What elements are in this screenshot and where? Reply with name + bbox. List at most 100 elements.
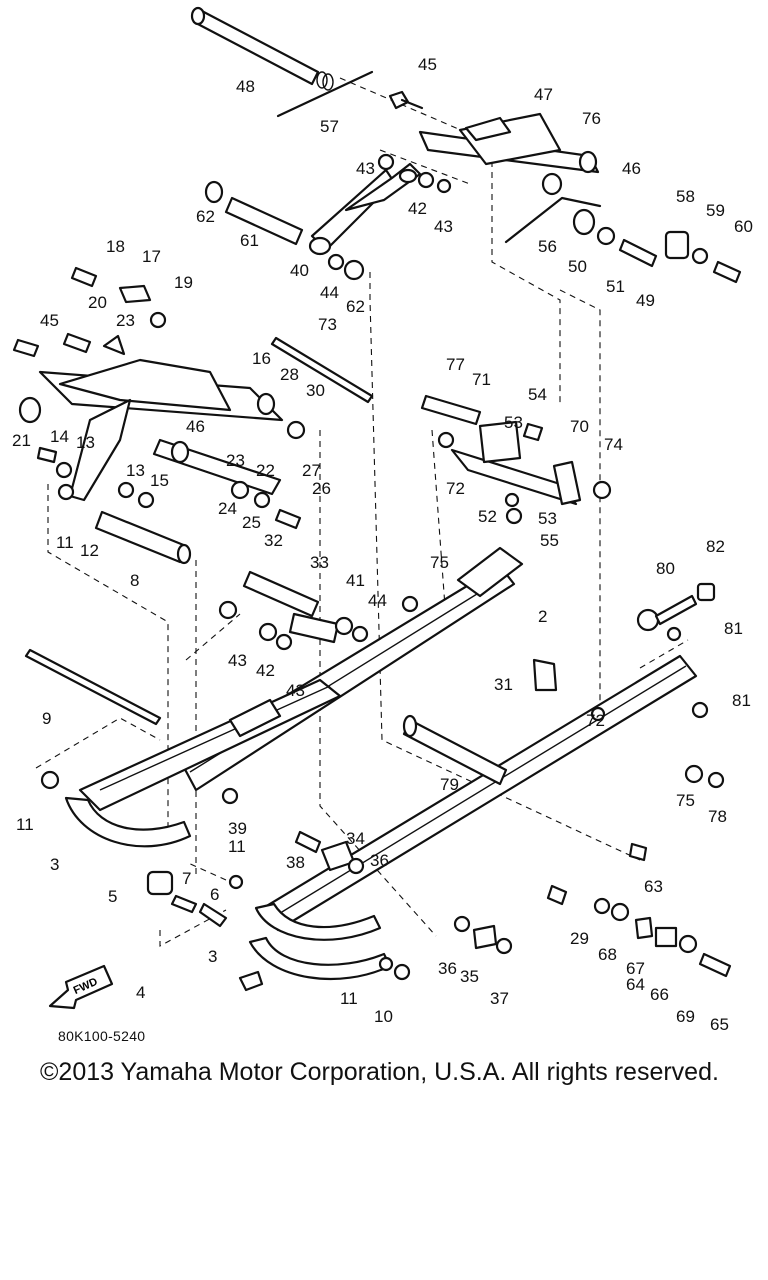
part-callout-11: 11	[56, 533, 74, 552]
part-callout-37: 37	[490, 989, 509, 1008]
part-callout-29: 29	[570, 929, 589, 948]
fwd-arrow-icon: FWD	[48, 964, 114, 1010]
part-callout-48: 48	[236, 77, 255, 96]
part-callout-66: 66	[650, 985, 669, 1004]
part-callout-70: 70	[570, 417, 589, 436]
front-arm-16	[12, 266, 306, 530]
part-callout-58: 58	[676, 187, 695, 206]
part-callout-73: 73	[318, 315, 337, 334]
part-callout-11: 11	[16, 815, 34, 834]
part-callout-32: 32	[264, 531, 283, 550]
part-callout-81: 81	[732, 691, 751, 710]
part-callout-26: 26	[312, 479, 331, 498]
part-callout-76: 76	[582, 109, 601, 128]
part-callout-33: 33	[310, 553, 329, 572]
part-callout-77: 77	[446, 355, 465, 374]
part-callout-74: 74	[604, 435, 623, 454]
part-callout-22: 22	[256, 461, 275, 480]
part-callout-28: 28	[280, 365, 299, 384]
part-callout-57: 57	[320, 117, 339, 136]
bolt-45-top	[388, 90, 424, 110]
rod-73	[270, 336, 374, 404]
part-callout-62: 62	[346, 297, 365, 316]
part-callout-3: 3	[208, 947, 217, 966]
part-callout-64: 64	[626, 975, 645, 994]
part-callout-18: 18	[106, 237, 125, 256]
part-callout-82: 82	[706, 537, 725, 556]
part-callout-10: 10	[374, 1007, 393, 1026]
part-callout-8: 8	[130, 571, 139, 590]
part-callout-5: 5	[108, 887, 117, 906]
part-callout-17: 17	[142, 247, 161, 266]
part-callout-2: 2	[538, 607, 547, 626]
part-callout-61: 61	[240, 231, 259, 250]
shock-absorber-40	[308, 153, 452, 281]
part-callout-43: 43	[286, 681, 305, 700]
part-callout-41: 41	[346, 571, 365, 590]
part-callout-42: 42	[256, 661, 275, 680]
part-callout-50: 50	[568, 257, 587, 276]
shock-32	[218, 570, 369, 651]
part-callout-81: 81	[724, 619, 743, 638]
part-callout-43: 43	[228, 651, 247, 670]
part-callout-42: 42	[408, 199, 427, 218]
part-callout-49: 49	[636, 291, 655, 310]
part-callout-14: 14	[50, 427, 69, 446]
part-callout-31: 31	[494, 675, 513, 694]
part-callout-23: 23	[116, 311, 135, 330]
right-rail	[248, 582, 725, 981]
part-callout-44: 44	[368, 591, 387, 610]
part-callout-51: 51	[606, 277, 625, 296]
part-callout-45: 45	[40, 311, 59, 330]
part-callout-71: 71	[472, 370, 491, 389]
part-callout-24: 24	[218, 499, 237, 518]
part-callout-43: 43	[434, 217, 453, 236]
part-callout-79: 79	[440, 775, 459, 794]
part-callout-78: 78	[708, 807, 727, 826]
part-callout-35: 35	[460, 967, 479, 986]
part-callout-11: 11	[340, 989, 358, 1008]
part-callout-25: 25	[242, 513, 261, 532]
part-callout-59: 59	[706, 201, 725, 220]
part-callout-19: 19	[174, 273, 193, 292]
left-rail	[24, 648, 342, 848]
part-callout-23: 23	[226, 451, 245, 470]
part-callout-4: 4	[136, 983, 145, 1002]
part-callout-68: 68	[598, 945, 617, 964]
part-callout-12: 12	[80, 541, 99, 560]
part-callout-55: 55	[540, 531, 559, 550]
diagram-code: 80K100-5240	[58, 1028, 146, 1044]
part-callout-21: 21	[12, 431, 31, 450]
part-callout-45: 45	[418, 55, 437, 74]
copyright-notice: ©2013 Yamaha Motor Corporation, U.S.A. A…	[40, 1058, 719, 1086]
exploded-view-drawing: FWD 485745477646434243585960626156505149…	[12, 6, 753, 1034]
part-callout-75: 75	[676, 791, 695, 810]
part-callout-9: 9	[42, 709, 51, 728]
part-callout-11: 11	[228, 837, 246, 856]
part-callout-53: 53	[504, 413, 523, 432]
part-callout-46: 46	[622, 159, 641, 178]
shaft-48	[190, 6, 374, 118]
part-callout-27: 27	[302, 461, 321, 480]
part-callout-39: 39	[228, 819, 247, 838]
part-callout-67: 67	[626, 959, 645, 978]
part-callout-13: 13	[76, 433, 95, 452]
part-callout-15: 15	[150, 471, 169, 490]
part-callout-36: 36	[370, 851, 389, 870]
part-callout-38: 38	[286, 853, 305, 872]
part-callout-72: 72	[446, 479, 465, 498]
part-callout-72: 72	[586, 711, 605, 730]
part-callout-56: 56	[538, 237, 557, 256]
part-callout-65: 65	[710, 1015, 729, 1034]
part-callout-20: 20	[88, 293, 107, 312]
part-callout-62: 62	[196, 207, 215, 226]
part-callout-40: 40	[290, 261, 309, 280]
part-callout-43: 43	[356, 159, 375, 178]
part-callout-80: 80	[656, 559, 675, 578]
part-callout-44: 44	[320, 283, 339, 302]
part-callout-3: 3	[50, 855, 59, 874]
lower-small-parts	[146, 830, 732, 992]
assembly-guide-lines	[35, 77, 689, 947]
part-callout-52: 52	[478, 507, 497, 526]
